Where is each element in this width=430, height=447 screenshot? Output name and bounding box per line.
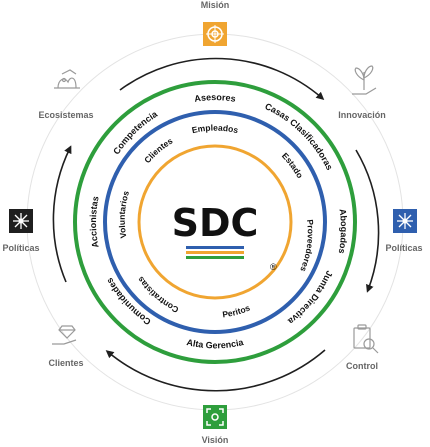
ring-label-proveedores: Proveedores: [298, 219, 316, 274]
node-politicas-left[interactable]: Políticas: [2, 209, 40, 253]
node-politicas-right[interactable]: Políticas: [385, 209, 423, 253]
target-badge-icon: [203, 22, 227, 46]
node-control[interactable]: Control: [346, 324, 379, 371]
hand-plant-icon: [352, 65, 377, 95]
clipboard-magnifier-icon: [353, 324, 379, 354]
node-mision[interactable]: Misión: [201, 0, 230, 46]
orange-ring: [137, 144, 293, 300]
node-vision[interactable]: Visión: [202, 405, 229, 445]
arrow-bottom: [105, 349, 326, 392]
svg-text:Proveedores: Proveedores: [298, 219, 316, 274]
ring-label-accionistas: Accionistas: [88, 195, 101, 248]
hand-diamond-icon: [52, 325, 77, 345]
arrow-left: [52, 145, 72, 283]
logo-stripe-green: [186, 256, 244, 259]
arrow-right: [355, 149, 380, 293]
svg-text:Peritos: Peritos: [222, 302, 252, 319]
ring-label-contratistas: Contratistas: [135, 275, 180, 315]
node-control-label: Control: [346, 361, 378, 371]
sdc-logo: SDC ®: [172, 201, 277, 272]
svg-text:Accionistas: Accionistas: [88, 195, 101, 248]
node-politicas-left-label: Políticas: [2, 243, 39, 253]
registered-mark: ®: [270, 262, 277, 272]
node-ecosistemas[interactable]: Ecosistemas: [38, 69, 94, 120]
node-ecosistemas-label: Ecosistemas: [38, 110, 93, 120]
svg-text:Asesores: Asesores: [194, 92, 237, 104]
node-vision-label: Visión: [202, 435, 229, 445]
ring-label-alta-gerencia: Alta Gerencia: [186, 337, 246, 351]
logo-stripe-orange: [186, 251, 244, 254]
focus-badge-icon: [203, 405, 227, 429]
ring-label-voluntarios: Voluntarios: [117, 189, 131, 239]
node-clientes-label: Clientes: [48, 358, 83, 368]
svg-text:Contratistas: Contratistas: [135, 275, 180, 315]
network-badge-icon: [9, 209, 33, 233]
ring-label-peritos: Peritos: [222, 302, 252, 319]
node-politicas-right-label: Políticas: [385, 243, 422, 253]
node-clientes[interactable]: Clientes: [48, 325, 84, 368]
blue-ring: [103, 110, 327, 334]
svg-text:Abogados: Abogados: [337, 208, 349, 254]
svg-text:Voluntarios: Voluntarios: [117, 189, 131, 239]
logo-text: SDC: [172, 201, 259, 245]
svg-text:Alta Gerencia: Alta Gerencia: [186, 337, 246, 351]
node-innovacion-label: Innovación: [338, 110, 386, 120]
ring-label-abogados: Abogados: [337, 208, 349, 254]
green-ring: [73, 80, 357, 364]
ring-label-empleados: Empleados: [191, 123, 240, 136]
network-badge-icon: [393, 209, 417, 233]
logo-stripe-blue: [186, 246, 244, 249]
arrow-top: [119, 57, 325, 100]
ecosystem-icon: [54, 69, 80, 89]
node-innovacion[interactable]: Innovación: [338, 65, 386, 120]
ring-label-asesores: Asesores: [194, 92, 237, 104]
svg-text:Empleados: Empleados: [191, 123, 240, 136]
node-mision-label: Misión: [201, 0, 230, 10]
